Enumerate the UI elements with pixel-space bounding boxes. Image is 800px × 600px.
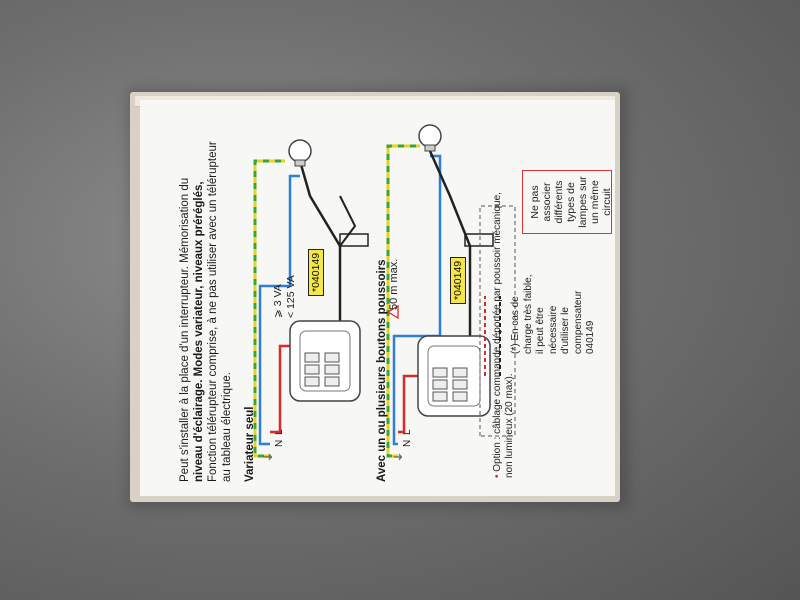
compensator-2 bbox=[464, 233, 494, 247]
lamp-1 bbox=[288, 139, 312, 163]
terminal-n-2: N bbox=[402, 440, 413, 447]
compensator-note: (*) En cas de charge très faible, il peu… bbox=[510, 274, 596, 355]
ref-tag-2: *040149 bbox=[450, 256, 466, 304]
load-min: ⩾ 3 VA bbox=[272, 284, 284, 318]
neutral-wire bbox=[258, 284, 290, 446]
terminal-n-1: N bbox=[274, 440, 285, 447]
section-title-boutons-poussoirs: Avec un ou plusieurs boutons poussoirs bbox=[376, 259, 388, 482]
warning-triangle-icon bbox=[386, 304, 399, 320]
wiring-diagrams: ⏚ N L bbox=[253, 124, 516, 462]
terminal-earth-2: ⏚ bbox=[393, 452, 405, 462]
earth-wire-yellow bbox=[253, 159, 285, 458]
load-rating: ⩾ 3 VA < 125 VA bbox=[272, 275, 297, 318]
diagram-boutons-poussoirs: ⏚ N L bbox=[386, 124, 516, 462]
rotated-instructions: Peut s'installer à la place d'un interru… bbox=[140, 100, 615, 496]
terminal-l-1: L bbox=[274, 429, 285, 435]
load-max: < 125 VA bbox=[284, 275, 297, 318]
compensator-1 bbox=[339, 233, 369, 247]
instruction-panel bbox=[140, 100, 615, 496]
terminal-earth-1: ⏚ bbox=[263, 452, 275, 462]
lamp-2 bbox=[418, 124, 442, 148]
max-distance: 50 m max. bbox=[388, 258, 400, 310]
ref-tag-1: *040149 bbox=[308, 248, 324, 296]
diagram-variateur-seul: ⏚ N L bbox=[253, 139, 369, 462]
option-bullet: • bbox=[492, 474, 503, 478]
option-box bbox=[479, 205, 516, 437]
warning-box: Ne pas associer différents types de lamp… bbox=[522, 170, 613, 234]
terminal-l-2: L bbox=[402, 429, 413, 435]
